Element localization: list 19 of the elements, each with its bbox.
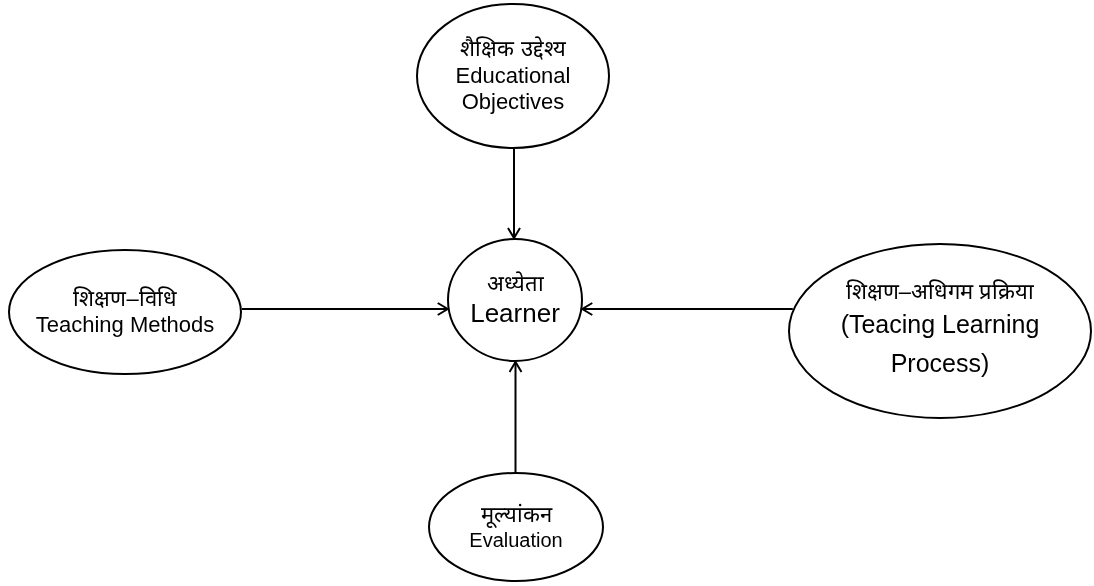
english-label: Evaluation [469, 528, 563, 553]
english-label: Learner [470, 297, 560, 329]
hindi-label: शिक्षण–विधि [73, 285, 177, 312]
concept-ellipse [416, 3, 610, 149]
concept-ellipse [447, 238, 583, 362]
arrow [240, 302, 449, 316]
english-label: Teaching Methods [35, 312, 215, 339]
concept-ellipse [788, 243, 1092, 419]
arrow [581, 302, 794, 316]
english-label: (Teacing Learning Process) [839, 309, 1041, 380]
hindi-label: मूल्यांकन [480, 501, 552, 529]
hindi-label: शैक्षिक उद्देश्य [460, 36, 566, 63]
hindi-label: शिक्षण–अधिगम प्रक्रिया [845, 279, 1035, 306]
concept-ellipse [8, 249, 242, 375]
english-label: Educational Objectives [454, 62, 572, 116]
arrow [508, 361, 523, 473]
arrow [507, 148, 521, 239]
concept-ellipse [428, 472, 604, 582]
hindi-label: अध्येता [486, 271, 544, 298]
